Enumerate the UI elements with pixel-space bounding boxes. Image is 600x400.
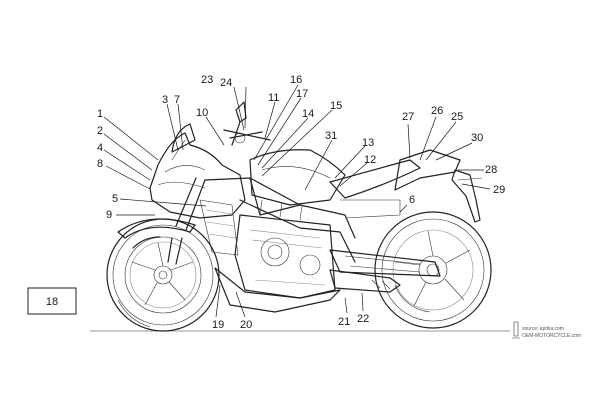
callout-3: 3 [162,94,168,106]
callout-labels: 1 2 3 4 5 6 7 8 9 10 11 12 13 14 15 16 1… [97,74,505,331]
callout-16: 16 [290,74,302,86]
callout-24: 24 [220,77,232,89]
legend-box: 18 [27,287,77,315]
front-wheel [106,218,220,332]
logo-icon [512,321,520,339]
windscreen [171,123,196,153]
callout-19: 19 [212,319,224,331]
seat [329,159,421,199]
callout-25: 25 [451,111,463,123]
mirror [231,101,247,146]
callout-10: 10 [196,107,208,119]
front-fairing [149,132,246,219]
motorcycle-drawing [106,101,492,332]
tail-section [394,149,461,191]
callout-28: 28 [485,164,497,176]
source-credit: source: aprilia.com OEM-MOTORCYCLE.com [512,321,581,339]
callout-4: 4 [97,142,103,154]
callout-20: 20 [240,319,252,331]
leader-lines [103,84,491,318]
callout-2: 2 [97,125,103,137]
callout-21: 21 [338,316,350,328]
callout-26: 26 [431,105,443,117]
callout-13: 13 [362,137,374,149]
engine [234,199,336,299]
callout-11: 11 [268,92,279,104]
frame [204,177,356,239]
rear-wheel [374,211,492,329]
callout-14: 14 [302,108,314,120]
callout-7: 7 [174,94,180,106]
plate-holder [451,169,481,223]
callout-1: 1 [97,108,103,120]
radiator [199,199,239,256]
callout-9: 9 [106,209,112,221]
fuel-tank [249,149,346,206]
belly-pan [214,267,341,313]
callout-8: 8 [97,158,103,170]
front-fork [167,177,206,265]
exhaust [329,269,401,293]
callout-27: 27 [402,111,414,123]
callout-12: 12 [364,154,376,166]
source-line-1: source: aprilia.com [522,326,564,332]
source-line-2: OEM-MOTORCYCLE.com [522,333,581,339]
callout-6: 6 [409,194,415,206]
callout-5: 5 [112,193,118,205]
callout-17: 17 [296,88,308,100]
callout-29: 29 [493,184,505,196]
callout-31: 31 [325,130,337,142]
front-fender [117,218,196,239]
callout-30: 30 [471,132,483,144]
swingarm [329,249,441,277]
callout-23: 23 [201,74,213,86]
callout-22: 22 [357,313,369,325]
legend-box-label: 18 [46,296,58,308]
callout-15: 15 [330,100,342,112]
